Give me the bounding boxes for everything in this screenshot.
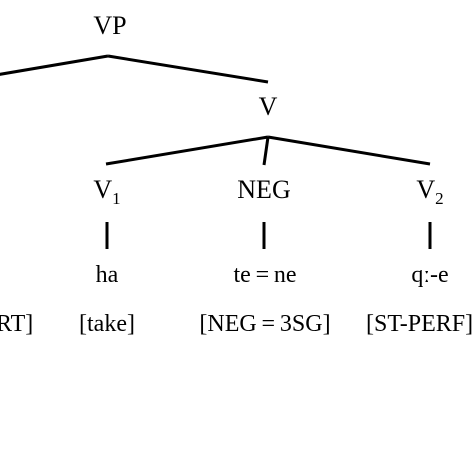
gloss-v2: [ST-PERF] (366, 311, 473, 337)
gloss-neg: [NEG = 3SG] (199, 311, 330, 337)
branch-vp-left (0, 54, 109, 76)
node-v2: V2 (416, 175, 443, 208)
branch-v-neg (262, 136, 270, 166)
form-v2: qː-e (411, 262, 448, 288)
form-neg: te = ne (233, 262, 296, 288)
node-neg: NEG (237, 175, 290, 204)
branch-v-v2 (267, 135, 431, 166)
node-vp: VP (93, 11, 126, 40)
node-v2-subscript: 2 (435, 189, 444, 208)
gloss-v1: [take] (79, 311, 135, 337)
node-v1: V1 (93, 175, 120, 208)
branch-vp-v (107, 54, 269, 84)
gloss-left-fragment: RT] (0, 311, 33, 337)
node-v1-subscript: 1 (112, 189, 121, 208)
branch-v-v1 (105, 135, 269, 166)
node-v: V (259, 92, 278, 121)
form-v1: ha (96, 262, 119, 288)
node-v2-label: V (416, 175, 435, 204)
node-v1-label: V (93, 175, 112, 204)
